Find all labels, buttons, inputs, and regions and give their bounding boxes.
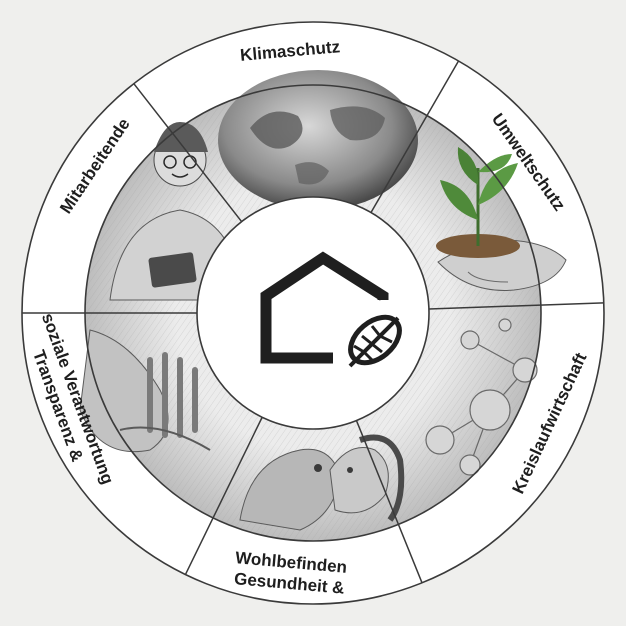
segment-dividers xyxy=(22,60,604,584)
house-leaf-icon xyxy=(260,251,402,368)
segment-divider xyxy=(428,302,604,310)
center-disk xyxy=(196,196,430,430)
segment-divider xyxy=(184,416,263,575)
mother-and-child-illustration xyxy=(239,434,405,531)
molecule-network-illustration xyxy=(425,318,538,476)
illustration-ring-boundary xyxy=(84,84,542,542)
segment-divider xyxy=(133,83,243,223)
segment-divider xyxy=(355,420,423,584)
seedling-in-hand-illustration xyxy=(436,147,567,291)
joined-hands-illustration xyxy=(79,329,211,453)
segment-divider xyxy=(370,60,460,213)
globe-illustration xyxy=(218,70,418,210)
